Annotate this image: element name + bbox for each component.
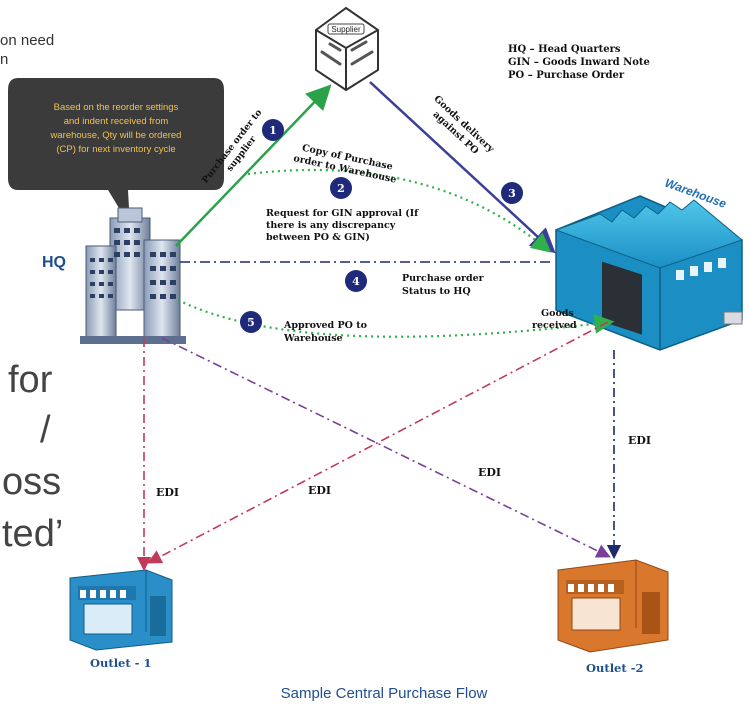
step-4-label-2: there is any discrepancy bbox=[266, 220, 396, 231]
callout-line-3: warehouse, Qty will be ordered bbox=[50, 130, 182, 141]
edi-label-warehouse-outlet1: EDI bbox=[308, 484, 331, 497]
step-3-badge bbox=[501, 182, 523, 204]
fragment-big-2: / bbox=[40, 409, 51, 451]
goods-received-label-1: Goods bbox=[541, 308, 574, 319]
edi-label-hq-outlet1: EDI bbox=[156, 486, 179, 499]
hq-label: HQ bbox=[42, 254, 66, 271]
step-4-label-3: between PO & GIN) bbox=[266, 232, 370, 243]
outlet-2-label: Outlet -2 bbox=[586, 661, 643, 675]
fragment-big-3: oss bbox=[2, 461, 61, 503]
step-5-label-2: Warehouse bbox=[283, 333, 343, 344]
arrow-warehouse-outlet1 bbox=[147, 321, 609, 564]
step-3: 3 Goods delivery against PO bbox=[431, 94, 523, 204]
step-1-badge bbox=[262, 119, 284, 141]
step-2-badge bbox=[330, 177, 352, 199]
arrow-supplier-to-warehouse bbox=[369, 81, 556, 254]
callout-line-2: and indent received from bbox=[64, 116, 169, 127]
diagram-caption: Sample Central Purchase Flow bbox=[281, 685, 488, 702]
step-1-number: 1 bbox=[269, 124, 277, 137]
warehouse-icon bbox=[554, 195, 744, 351]
step-5-label-1: Approved PO to bbox=[283, 320, 367, 331]
arrow-hq-to-outlet2 bbox=[161, 337, 611, 558]
step-3-number: 3 bbox=[508, 187, 516, 200]
callout-bubble: Based on the reorder settings and indent… bbox=[8, 78, 224, 226]
callout-line-4: (CP) for next inventory cycle bbox=[56, 144, 175, 155]
step-2-number: 2 bbox=[337, 182, 345, 195]
legend: HQ – Head Quarters GIN – Goods Inward No… bbox=[508, 44, 650, 81]
goods-received-label-2: received bbox=[532, 320, 577, 331]
outlet-1-label: Outlet - 1 bbox=[90, 656, 151, 670]
edi-label-hq-outlet2: EDI bbox=[478, 466, 501, 479]
step-5-number: 5 bbox=[247, 316, 255, 329]
step-4-number: 4 bbox=[352, 275, 360, 288]
step-4-label-1: Request for GIN approval (If bbox=[266, 208, 419, 219]
legend-hq: HQ – Head Quarters bbox=[508, 44, 621, 55]
supplier-box-icon: Supplier bbox=[315, 6, 379, 92]
step-4-label-4: Purchase order bbox=[402, 273, 485, 284]
step-5-badge bbox=[240, 311, 262, 333]
edi-label-warehouse-outlet2: EDI bbox=[628, 434, 651, 447]
supplier-label: Supplier bbox=[331, 25, 361, 34]
fragment-big-4: ted’ bbox=[2, 513, 63, 555]
arrow-hq-to-supplier bbox=[175, 84, 332, 247]
fragment-top-left-1: on need bbox=[0, 32, 54, 49]
fragment-top-left-2: n bbox=[0, 51, 8, 68]
step-5: 5 Approved PO to Warehouse bbox=[240, 311, 367, 344]
fragment-big-1: for bbox=[8, 359, 53, 401]
hq-building-icon bbox=[80, 207, 186, 344]
step-4-label-5: Status to HQ bbox=[402, 286, 471, 297]
outlet-1-icon bbox=[69, 569, 173, 651]
legend-gin: GIN – Goods Inward Note bbox=[508, 57, 650, 68]
legend-po: PO – Purchase Order bbox=[508, 70, 625, 81]
callout-line-1: Based on the reorder settings bbox=[54, 102, 179, 113]
step-4: Request for GIN approval (If there is an… bbox=[266, 208, 485, 297]
outlet-2-icon bbox=[557, 559, 669, 653]
step-4-badge bbox=[345, 270, 367, 292]
